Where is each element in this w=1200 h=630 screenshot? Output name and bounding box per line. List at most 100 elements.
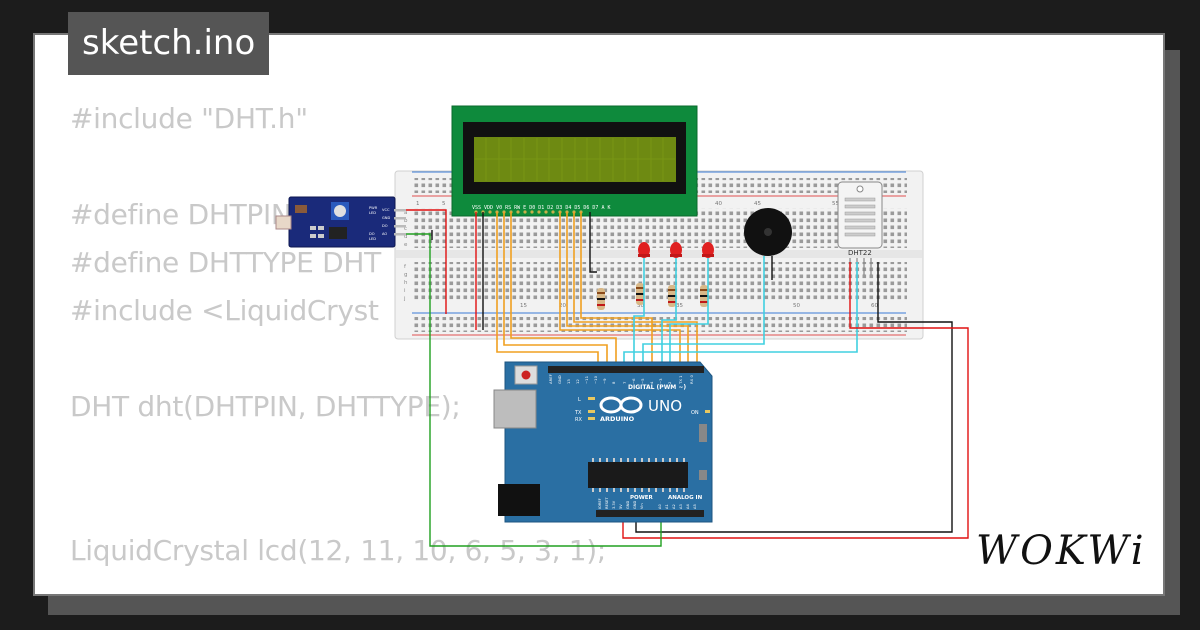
indicator-label: L	[578, 397, 581, 403]
resistor[interactable]	[597, 288, 605, 310]
file-tab-title[interactable]: sketch.ino	[68, 12, 270, 75]
digital-header-label: DIGITAL (PWM ~)	[628, 384, 686, 391]
top-pin-label: ~3	[658, 378, 663, 384]
reset-button-cap[interactable]	[521, 370, 531, 380]
top-pin-label: 2	[667, 381, 672, 384]
bottom-pin-label: GND	[633, 501, 637, 509]
board-model: UNO	[648, 397, 682, 415]
top-pin-label: ~11	[584, 375, 589, 384]
dht22-sensor[interactable]: DHT22	[837, 181, 883, 275]
light-sensor-module[interactable]: PWR LED DO LED VCC GND DO AO	[275, 196, 406, 248]
resistor[interactable]	[668, 285, 676, 307]
led-red[interactable]	[702, 242, 714, 258]
top-pin-label: 13	[566, 379, 571, 384]
row-letter: h	[404, 280, 408, 286]
board-brand: ARDUINO	[600, 415, 635, 423]
breadboard-number: 60	[871, 303, 878, 309]
sensor-text: DO	[369, 232, 375, 236]
indicator-label: RX	[575, 417, 582, 423]
led-red[interactable]	[638, 242, 650, 258]
breadboard-number: 45	[754, 201, 761, 207]
breadboard-number: 30	[637, 303, 644, 309]
sensor-pin-label: VCC	[382, 208, 390, 212]
top-pin-label: ~9	[602, 378, 607, 384]
breadboard-number: 1	[416, 201, 420, 207]
bottom-pin-label: A4	[686, 504, 690, 509]
row-letter: c	[404, 226, 407, 232]
analog-header-label: ANALOG IN	[668, 495, 703, 501]
wire-green	[406, 233, 662, 547]
top-pin-label: ~6	[631, 378, 636, 384]
breadboard-number: 20	[559, 303, 566, 309]
microcontroller-chip	[588, 462, 688, 488]
lcd-display[interactable]: VSS VDD V0 RS RW E D0 D1 D2 D3 D4 D5 D6 …	[451, 105, 698, 217]
bottom-pin-label: A0	[658, 504, 662, 509]
row-letter: a	[404, 210, 407, 216]
arduino-uno-board[interactable]: UNO ARDUINO DIGITAL (PWM ~) POWER ANALOG…	[493, 361, 713, 523]
wires-red	[406, 209, 969, 539]
top-pin-label: 12	[575, 379, 580, 384]
bottom-pin-label: A2	[672, 504, 676, 509]
buzzer[interactable]	[744, 208, 792, 256]
bottom-pin-label: A1	[665, 504, 669, 509]
top-pin-label: ~10	[593, 375, 598, 384]
bottom-pin-label: 3.3V	[612, 500, 616, 509]
resistor[interactable]	[636, 283, 644, 305]
bottom-pin-label: Vin	[640, 503, 644, 509]
on-label: ON	[691, 410, 699, 416]
led-red[interactable]	[670, 242, 682, 258]
wires-cyan	[623, 256, 858, 368]
dht-label: DHT22	[848, 249, 872, 257]
breadboard-number: 55	[832, 201, 839, 207]
bottom-pin-label: A5	[693, 504, 697, 509]
breadboard-number: 40	[715, 201, 722, 207]
wires-black	[431, 212, 953, 533]
code-line: #define DHTPIN	[70, 198, 292, 231]
arduino-infinity-logo	[599, 396, 643, 414]
row-letter: d	[404, 234, 408, 240]
top-pin-label: GND	[557, 375, 562, 384]
bottom-pin-label: 5V	[619, 504, 623, 509]
sensor-text: LED	[369, 237, 376, 241]
row-letter: g	[404, 272, 408, 278]
sensor-text: PWR	[369, 206, 378, 210]
top-pin-label: ~5	[640, 378, 645, 384]
top-pin-label: 7	[622, 381, 627, 384]
top-pin-label: AREF	[548, 374, 553, 384]
top-pin-label: RX 0	[689, 375, 694, 384]
code-line: #include <LiquidCryst	[70, 294, 379, 327]
code-line: DHT dht(DHTPIN, DHTTYPE);	[70, 390, 461, 423]
breadboard-number: 50	[793, 303, 800, 309]
sensor-pin-label: DO	[382, 224, 388, 228]
code-line: #define DHTTYPE DHT	[70, 246, 381, 279]
resistor[interactable]	[700, 285, 708, 307]
breadboard-number: 35	[676, 303, 683, 309]
row-letter: j	[403, 296, 406, 302]
top-pin-label: 8	[611, 381, 616, 384]
breadboard-number: 5	[442, 201, 446, 207]
wires-orange	[496, 212, 698, 368]
sensor-pin-label: AO	[382, 232, 387, 236]
sensor-text: LED	[369, 211, 376, 215]
sensor-pin-label: GND	[382, 216, 390, 220]
wokwi-logo[interactable]: WOKWi	[976, 528, 1147, 574]
row-letter: b	[404, 218, 408, 224]
row-letter: f	[404, 264, 407, 270]
top-pin-label: 4	[649, 381, 654, 384]
top-pin-label: TX 1	[678, 375, 683, 385]
row-letter: e	[404, 242, 408, 248]
bottom-pin-label: GND	[626, 501, 630, 509]
row-letter: i	[404, 288, 406, 294]
bottom-pin-label: A3	[679, 504, 683, 509]
code-line: #include "DHT.h"	[70, 102, 308, 135]
usb-port	[493, 389, 537, 429]
code-line: LiquidCrystal lcd(12, 11, 10, 6, 5, 3, 1…	[70, 534, 607, 567]
power-header-label: POWER	[630, 495, 654, 501]
lcd-pin-labels: VSS VDD V0 RS RW E D0 D1 D2 D3 D4 D5 D6 …	[472, 205, 610, 211]
breadboard-number: 15	[520, 303, 527, 309]
indicator-label: TX	[574, 410, 582, 416]
power-jack	[498, 484, 540, 516]
bottom-pin-label: RESET	[605, 497, 609, 509]
bottom-pin-label: IOREF	[598, 498, 602, 509]
